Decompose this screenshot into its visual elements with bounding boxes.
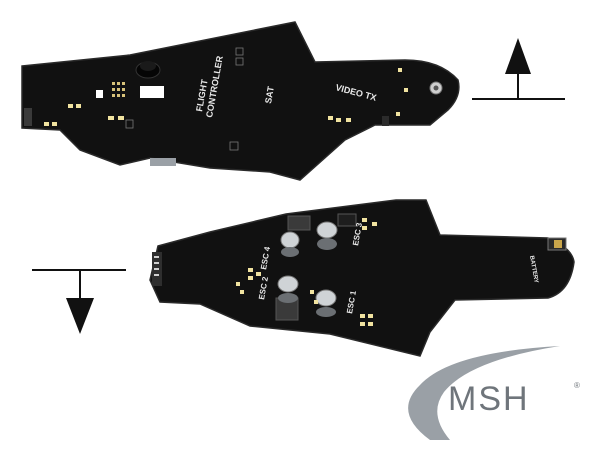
header-pins xyxy=(112,82,125,97)
label-sat: SAT xyxy=(263,85,276,104)
top-board-cutout-small xyxy=(96,90,103,98)
left-connector xyxy=(24,108,32,126)
battery-connector-pin xyxy=(554,240,562,248)
top-board-cutout xyxy=(140,86,164,98)
logo-registered-mark: ® xyxy=(574,381,580,390)
top-board-outline xyxy=(21,21,460,181)
capacitors xyxy=(277,221,338,317)
logo-swoosh xyxy=(408,346,560,440)
inductor-1 xyxy=(287,215,311,231)
arrow-down-icon xyxy=(32,269,126,334)
top-board-pads xyxy=(44,68,408,126)
label-esc-2: ESC 2 xyxy=(257,275,270,300)
label-battery: BATTERY xyxy=(528,255,539,283)
logo-text: MSH xyxy=(448,380,530,418)
ic-chip xyxy=(337,213,357,227)
label-esc-1: ESC 1 xyxy=(345,289,358,314)
bottom-board-pads xyxy=(236,218,377,326)
silkscreen-marks xyxy=(125,47,244,151)
bottom-board: ESC 4 ESC 3 ESC 2 ESC 1 BATTERY xyxy=(149,199,575,357)
label-esc-3: ESC 3 xyxy=(351,221,364,246)
connector-small xyxy=(382,116,389,126)
msh-logo: MSH ® xyxy=(408,346,580,440)
bottom-left-connector-pins xyxy=(154,256,159,276)
arrow-up-icon xyxy=(472,38,565,100)
label-esc-4: ESC 4 xyxy=(259,245,272,270)
buzzer-top xyxy=(140,61,156,71)
bottom-board-outline xyxy=(149,199,575,357)
top-board: FLIGHT CONTROLLER SAT VIDEO TX xyxy=(21,21,460,181)
spacer xyxy=(150,158,176,166)
antenna-connector-core xyxy=(433,85,439,91)
